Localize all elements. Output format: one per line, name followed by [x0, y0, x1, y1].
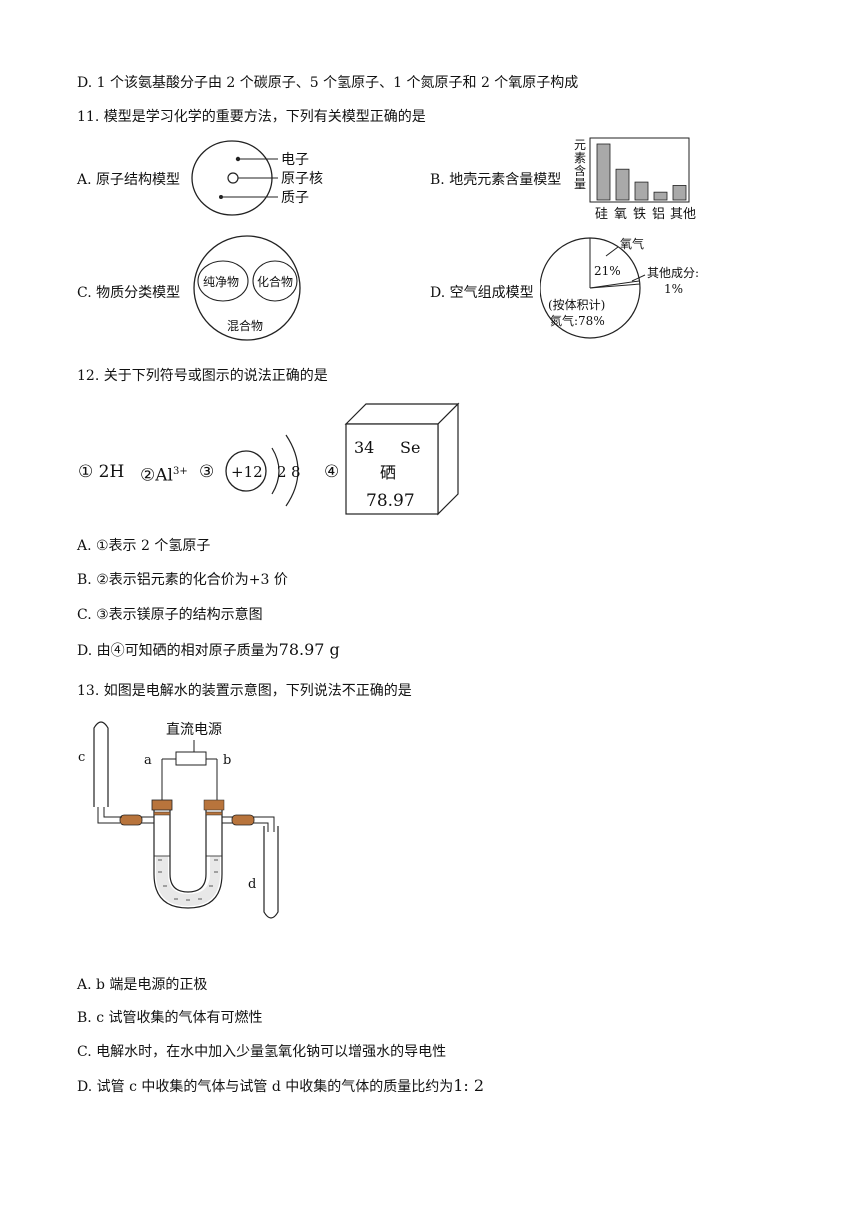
electron-label: 电子	[281, 152, 309, 168]
q12-option-a: A. ①表示 2 个氢原子	[77, 538, 211, 554]
q12-option-c: C. ③表示镁原子的结构示意图	[77, 607, 263, 623]
q12-stem: 12. 关于下列符号或图示的说法正确的是	[77, 368, 328, 384]
shell-arc-1	[271, 447, 280, 495]
u-tube-inner	[169, 806, 207, 893]
q11-option-c-label: C. 物质分类模型	[77, 285, 181, 301]
symbol-4-marker: ④	[324, 462, 340, 482]
shell-2-electrons: 8	[291, 463, 301, 481]
nucleus-label: 原子核	[281, 171, 323, 187]
nitrogen-label: 氮气:78%	[550, 313, 605, 328]
cube-side	[437, 402, 459, 516]
bar-1	[615, 168, 630, 201]
left-stopper	[151, 799, 173, 811]
test-tube-c-label: c	[78, 750, 85, 765]
shell-1-electrons: 2	[277, 463, 287, 481]
selenium-element-card: 34 Se 硒 78.97	[344, 402, 460, 516]
power-supply-box	[175, 751, 207, 766]
mixture-outer-circle	[193, 235, 301, 341]
atomic-mass: 78.97	[366, 491, 415, 511]
symbol-al-ion: ②Al3+	[140, 465, 188, 486]
selenium-mass-value: 78.97 g	[278, 640, 340, 659]
magnesium-structure-diagram: +12 2 8	[225, 434, 301, 507]
electrolysis-apparatus-diagram: 直流电源 a b c d	[78, 721, 279, 919]
shell-arc-2	[285, 434, 299, 507]
others-label: 其他成分:	[647, 266, 699, 280]
chart-ylabel-3: 含	[574, 163, 586, 178]
bar-label-0: 硅	[595, 207, 608, 222]
u-tube-outer	[153, 806, 223, 909]
q11-stem: 11. 模型是学习化学的重要方法，下列有关模型正确的是	[77, 109, 426, 125]
terminal-a-label: a	[144, 753, 152, 768]
chart-ylabel-1: 元	[574, 138, 586, 152]
symbol-2h: ① 2H	[78, 462, 125, 482]
right-rubber-tube	[231, 814, 255, 826]
chart-ylabel-4: 量	[574, 177, 586, 191]
q13-option-b: B. c 试管收集的气体有可燃性	[77, 1010, 263, 1026]
chart-ylabel-2: 素	[574, 151, 586, 165]
crust-element-bar-chart: 元 素 含 量 硅氧铁铝其他	[574, 137, 696, 222]
others-percent: 1%	[664, 282, 683, 296]
bar-0	[596, 143, 611, 201]
q13-option-a: A. b 端是电源的正极	[77, 977, 208, 993]
oxygen-percent: 21%	[594, 264, 621, 278]
proton-label: 质子	[281, 190, 309, 206]
proton-dot	[219, 195, 223, 199]
element-symbol: Se	[400, 438, 420, 457]
mass-ratio-value: 1: 2	[453, 1076, 485, 1095]
substance-classification-diagram: 纯净物 化合物 混合物	[193, 235, 301, 341]
air-composition-pie-chart: 氧气 21% 其他成分: 1% (按体积计) 氮气:78%	[540, 236, 699, 339]
right-stopper	[203, 799, 225, 811]
element-name: 硒	[380, 463, 396, 482]
atom-structure-diagram: 电子 原子核 质子	[191, 140, 323, 216]
left-rubber-tube	[119, 814, 143, 826]
bar-label-1: 氧	[614, 207, 627, 222]
test-tube-d-label: d	[248, 877, 256, 892]
test-tube-c	[93, 721, 109, 807]
q11-option-d-label: D. 空气组成模型	[430, 285, 534, 301]
by-volume-label: (按体积计)	[548, 298, 605, 312]
oxygen-label: 氧气	[620, 236, 644, 251]
test-tube-d	[263, 826, 279, 919]
pie-divider-3	[589, 283, 641, 289]
cube-front	[345, 423, 439, 515]
compound-label: 化合物	[257, 274, 293, 289]
nucleus-charge: +12	[231, 463, 263, 481]
electron-dot	[235, 156, 241, 162]
q11-option-a-label: A. 原子结构模型	[77, 172, 181, 188]
q12-option-b: B. ②表示铝元素的化合价为+3 价	[77, 572, 288, 588]
pure-substance-label: 纯净物	[203, 275, 239, 289]
nucleus-circle	[227, 172, 239, 184]
bar-4	[672, 185, 687, 201]
q12-option-d: D. 由④可知硒的相对原子质量为78.97 g	[77, 640, 340, 660]
bar-2	[634, 181, 649, 201]
pie-divider-2	[589, 280, 640, 289]
chart-frame	[589, 137, 690, 203]
compound-circle	[252, 260, 298, 302]
nucleus-circle	[225, 450, 267, 492]
q13-option-d: D. 试管 c 中收集的气体与试管 d 中收集的气体的质量比约为1: 2	[77, 1076, 485, 1096]
pure-substance-circle	[197, 260, 249, 302]
symbol-3-marker: ③	[199, 462, 215, 482]
bar-3	[653, 191, 668, 201]
q13-option-c: C. 电解水时，在水中加入少量氢氧化钠可以增强水的导电性	[77, 1044, 447, 1060]
power-supply-label: 直流电源	[166, 721, 222, 738]
mixture-label: 混合物	[227, 318, 263, 333]
bar-label-4: 其他	[670, 207, 696, 222]
q11-option-b-label: B. 地壳元素含量模型	[430, 172, 562, 188]
q13-stem: 13. 如图是电解水的装置示意图，下列说法不正确的是	[77, 683, 412, 699]
atomic-number: 34	[354, 438, 374, 457]
terminal-b-label: b	[223, 753, 231, 768]
bar-label-2: 铁	[633, 207, 646, 222]
bar-label-3: 铝	[652, 207, 665, 222]
q10-option-d: D. 1 个该氨基酸分子由 2 个碳原子、5 个氢原子、1 个氮原子和 2 个氧…	[77, 75, 579, 91]
